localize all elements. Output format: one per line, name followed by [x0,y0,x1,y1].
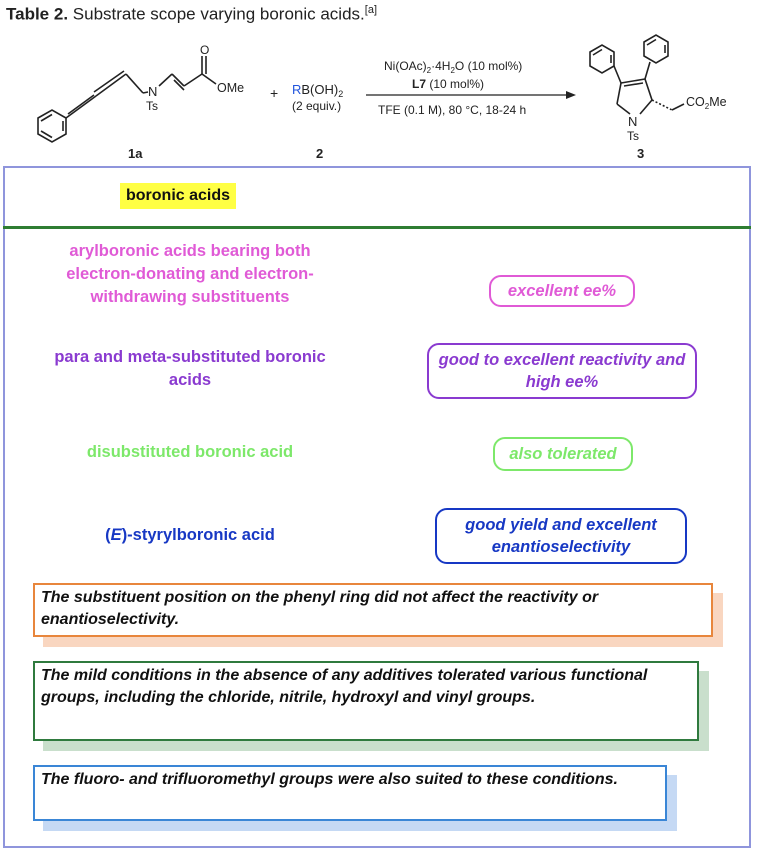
tosyl-label-3: Ts [627,129,639,143]
equivalents-label: (2 equiv.) [292,99,341,113]
product-nitrogen-label: N [628,114,637,129]
compound-label-2: 2 [316,146,323,161]
tosyl-label-1a: Ts [146,99,158,113]
boronic-acid-formula: RB(OH)2 [292,82,343,99]
row-4-substrate: (E)-styrylboronic acid [105,526,275,544]
header-divider [3,226,751,229]
product-3-structure [589,34,685,115]
plus-sign: + [270,85,278,101]
arrow-head [566,91,576,99]
summary-panel [3,166,751,848]
methoxy-label: OMe [217,81,244,95]
footnote-marker: [a] [364,4,377,16]
row-1-substrate: arylboronic acids bearing both electron-… [66,242,314,306]
row-3-outcome-badge: also tolerated [493,437,633,471]
row-3-substrate: disubstituted boronic acid [86,443,294,461]
table-label: Table 2. [6,4,69,24]
ligand-label: L7 (10 mol%) [412,77,484,91]
catalyst-label: Ni(OAc)2·4H2O (10 mol%) [384,59,522,75]
conditions-label: TFE (0.1 M), 80 °C, 18-24 h [378,103,526,117]
nitrogen-label: N [148,84,157,99]
table-caption: Substrate scope varying boronic acids. [68,4,365,24]
reaction-scheme: N Ts O OMe 1a + RB(OH)2 (2 equiv.) 2 Ni(… [37,34,727,161]
note-1: The substituent position on the phenyl r… [33,583,713,637]
compound-label-3: 3 [637,146,644,161]
row-4-outcome-badge: good yield and excellent enantioselectiv… [435,508,687,564]
carbonyl-oxygen-label: O [200,43,209,57]
compound-label-1a: 1a [128,146,143,161]
boronic-acids-header: boronic acids [120,183,237,209]
note-3: The fluoro- and trifluoromethyl groups w… [33,765,667,821]
row-2-outcome-badge: good to excellent reactivity and high ee… [427,343,697,399]
row-2-substrate: para and meta-substituted boronic acids [54,348,326,389]
row-1-outcome-badge: excellent ee% [489,275,635,307]
table-title: Table 2. Substrate scope varying boronic… [6,4,377,25]
ester-label: CO2Me [686,95,727,111]
substrate-1a-structure [37,56,217,143]
note-2: The mild conditions in the absence of an… [33,661,699,741]
